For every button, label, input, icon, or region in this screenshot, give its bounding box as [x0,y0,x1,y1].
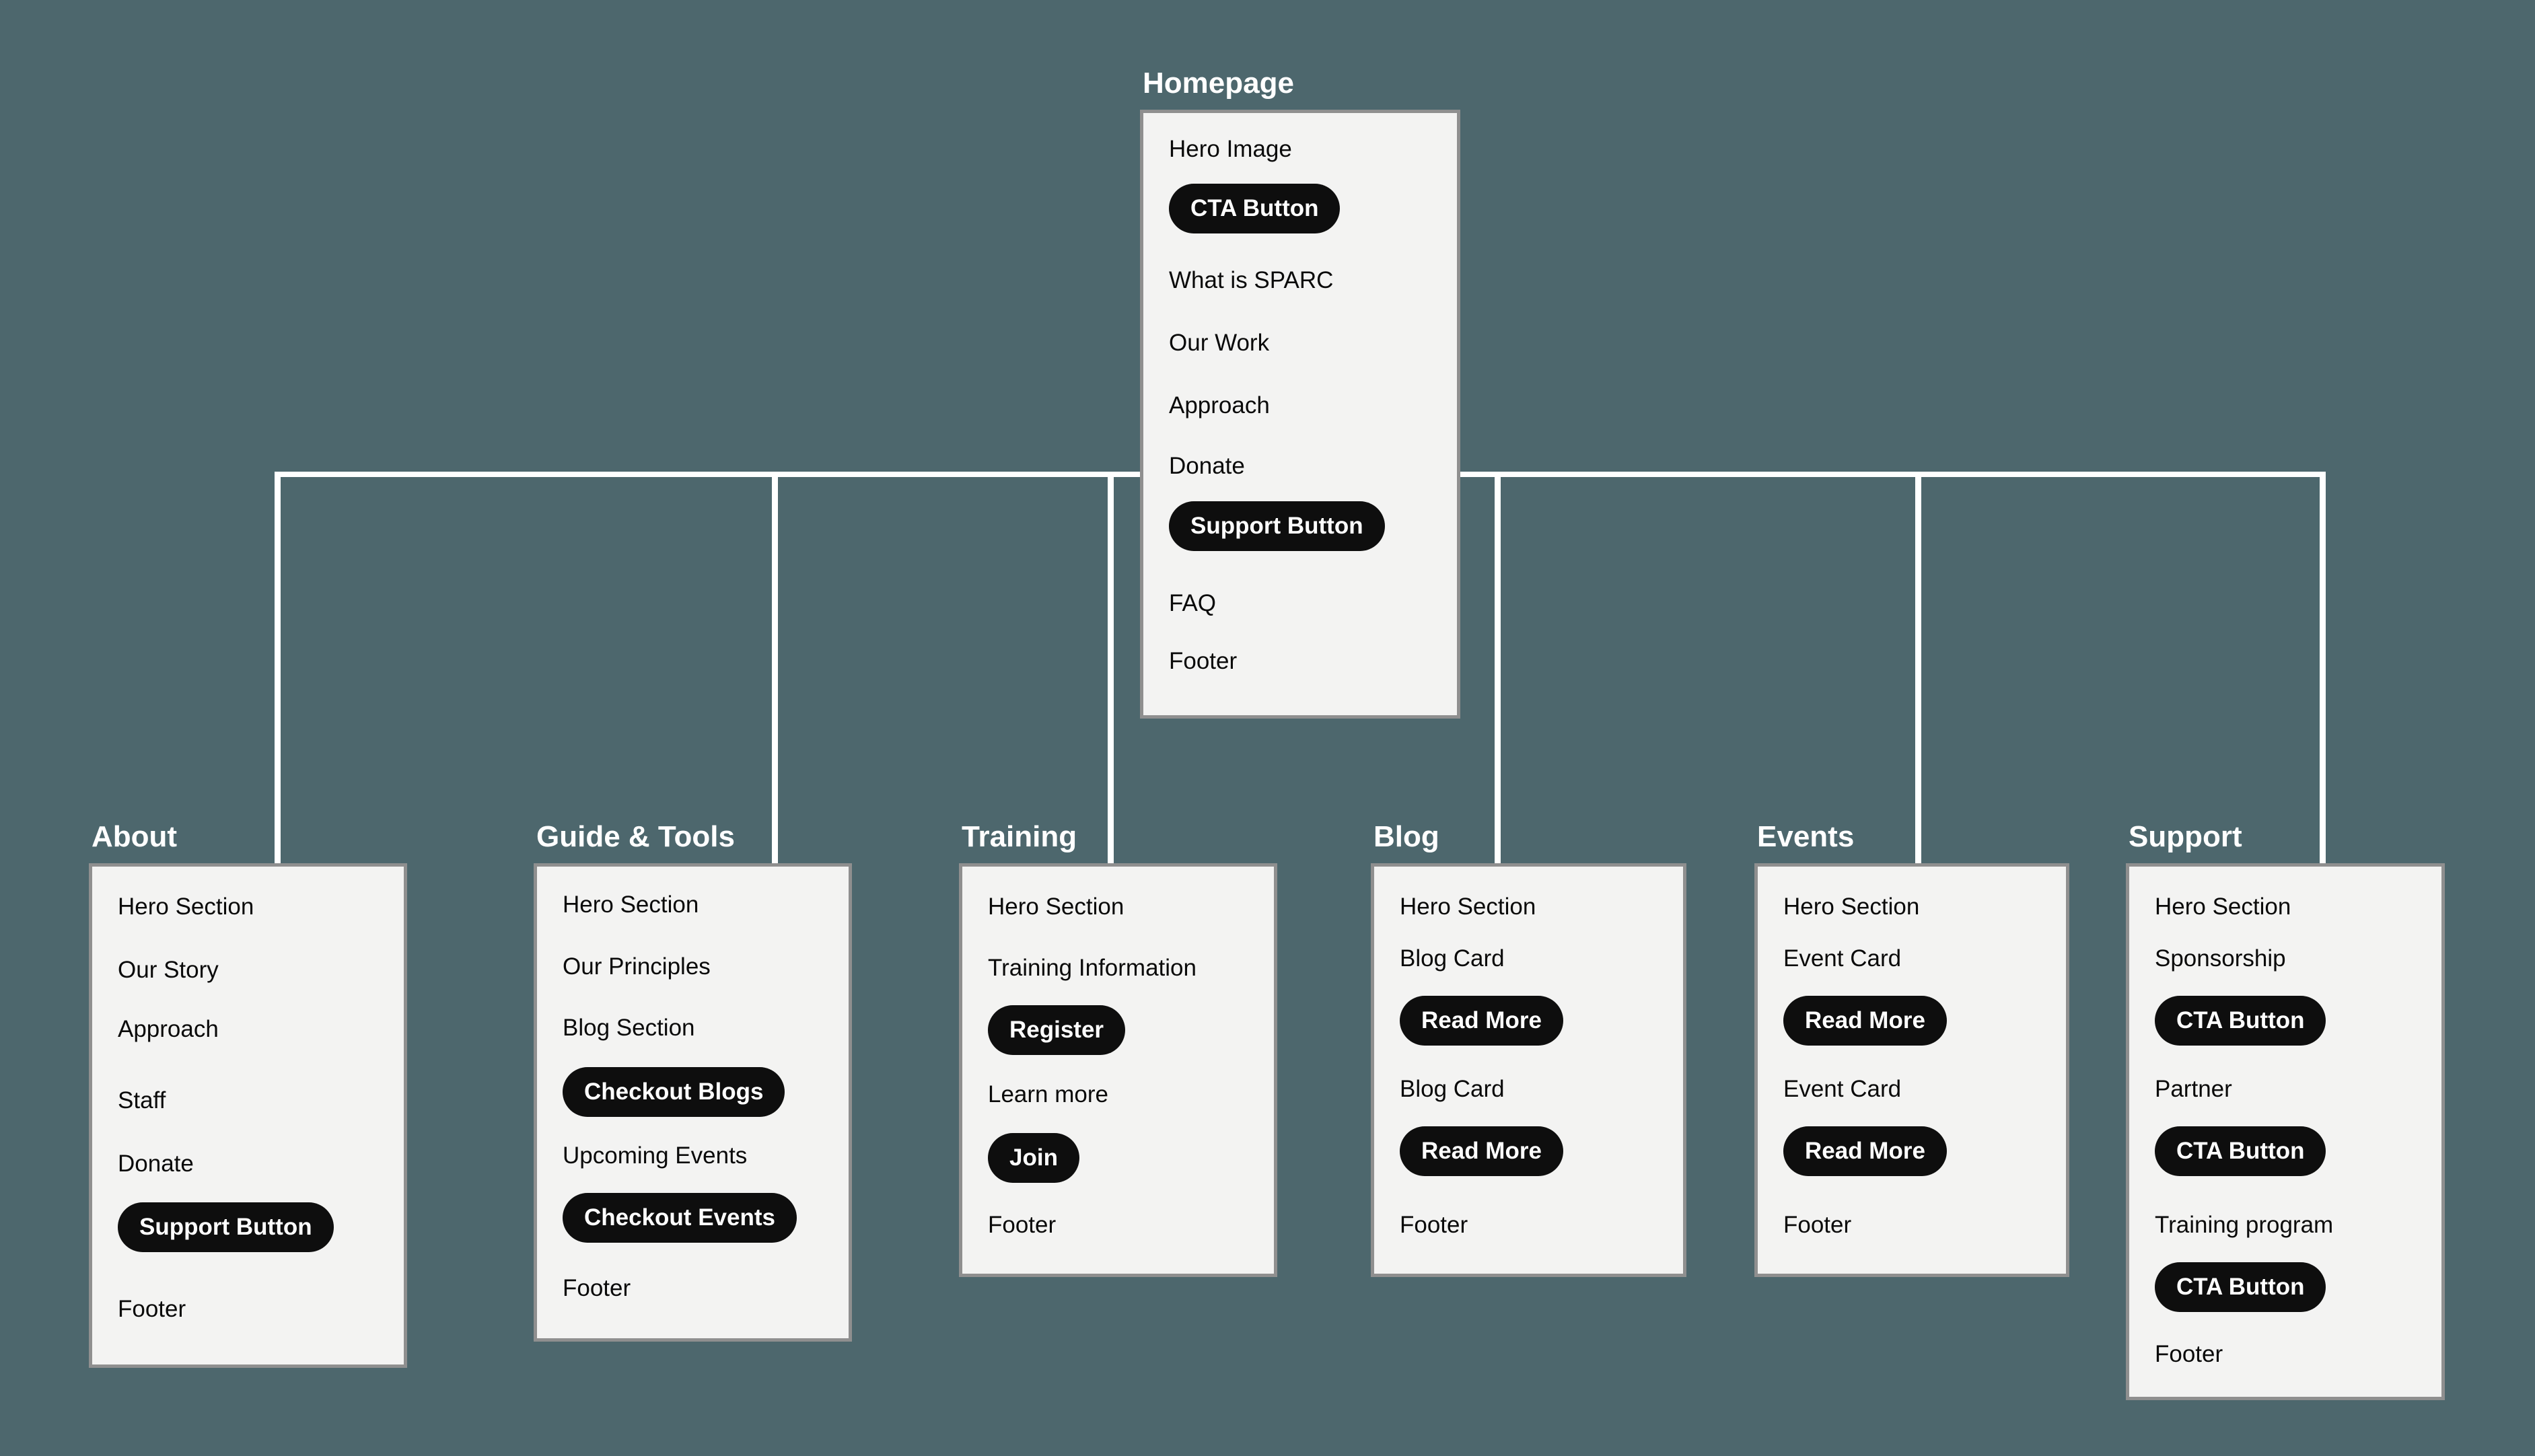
page-title-guide: Guide & Tools [536,820,735,853]
section-label-sponsorship: Sponsorship [2155,945,2286,972]
connector-drop-blog [1495,472,1501,863]
section-label-blog-card: Blog Card [1400,945,1505,972]
section-label-footer: Footer [1169,648,1238,674]
section-label-footer: Footer [988,1212,1057,1238]
section-label-approach: Approach [118,1016,219,1042]
button-cta-button[interactable]: CTA Button [2155,996,2326,1046]
section-label-footer: Footer [1400,1212,1468,1238]
button-cta-button[interactable]: CTA Button [1169,184,1341,233]
section-label-footer: Footer [1783,1212,1852,1238]
section-label-learn-more: Learn more [988,1081,1108,1107]
section-label-training-information: Training Information [988,955,1197,981]
section-label-hero-section: Hero Section [118,894,254,920]
button-read-more[interactable]: Read More [1783,1126,1947,1176]
section-label-partner: Partner [2155,1076,2232,1102]
page-title-training: Training [962,820,1077,853]
section-label-what-is-sparc: What is SPARC [1169,267,1334,293]
connector-drop-events [1915,472,1921,863]
section-label-hero-section: Hero Section [2155,894,2291,920]
section-label-donate: Donate [118,1151,194,1177]
page-title-blog: Blog [1373,820,1439,853]
section-label-hero-section: Hero Section [1400,894,1536,920]
section-label-donate: Donate [1169,453,1245,479]
page-title-support: Support [2129,820,2242,853]
section-label-our-story: Our Story [118,957,219,983]
button-support-button[interactable]: Support Button [1169,501,1385,551]
button-cta-button[interactable]: CTA Button [2155,1262,2326,1312]
section-label-blog-card: Blog Card [1400,1076,1505,1102]
section-label-event-card: Event Card [1783,945,1902,972]
section-label-our-principles: Our Principles [563,953,711,980]
page-title-about: About [92,820,178,853]
section-label-footer: Footer [118,1296,186,1322]
section-label-hero-section: Hero Section [1783,894,1920,920]
section-label-our-work: Our Work [1169,330,1270,356]
button-support-button[interactable]: Support Button [118,1202,334,1252]
button-read-more[interactable]: Read More [1400,1126,1563,1176]
button-checkout-events[interactable]: Checkout Events [563,1193,797,1243]
connector-drop-guide [772,472,778,863]
button-cta-button[interactable]: CTA Button [2155,1126,2326,1176]
button-checkout-blogs[interactable]: Checkout Blogs [563,1067,785,1117]
section-label-faq: FAQ [1169,590,1217,616]
page-title-events: Events [1757,820,1855,853]
section-label-hero-section: Hero Section [988,894,1124,920]
connector-drop-about [275,472,281,863]
button-register[interactable]: Register [988,1005,1126,1055]
button-read-more[interactable]: Read More [1783,996,1947,1046]
connector-drop-training [1108,472,1114,863]
section-label-event-card: Event Card [1783,1076,1902,1102]
section-label-approach: Approach [1169,392,1270,418]
button-read-more[interactable]: Read More [1400,996,1563,1046]
page-title-homepage: Homepage [1143,67,1294,100]
section-label-hero-image: Hero Image [1169,136,1292,162]
button-join[interactable]: Join [988,1133,1079,1183]
section-label-footer: Footer [563,1275,631,1301]
section-label-upcoming-events: Upcoming Events [563,1142,748,1169]
connector-drop-support [2320,472,2326,863]
section-label-footer: Footer [2155,1341,2223,1367]
section-label-blog-section: Blog Section [563,1015,695,1041]
section-label-staff: Staff [118,1087,166,1114]
section-label-hero-section: Hero Section [563,891,699,918]
section-label-training-program: Training program [2155,1212,2334,1238]
